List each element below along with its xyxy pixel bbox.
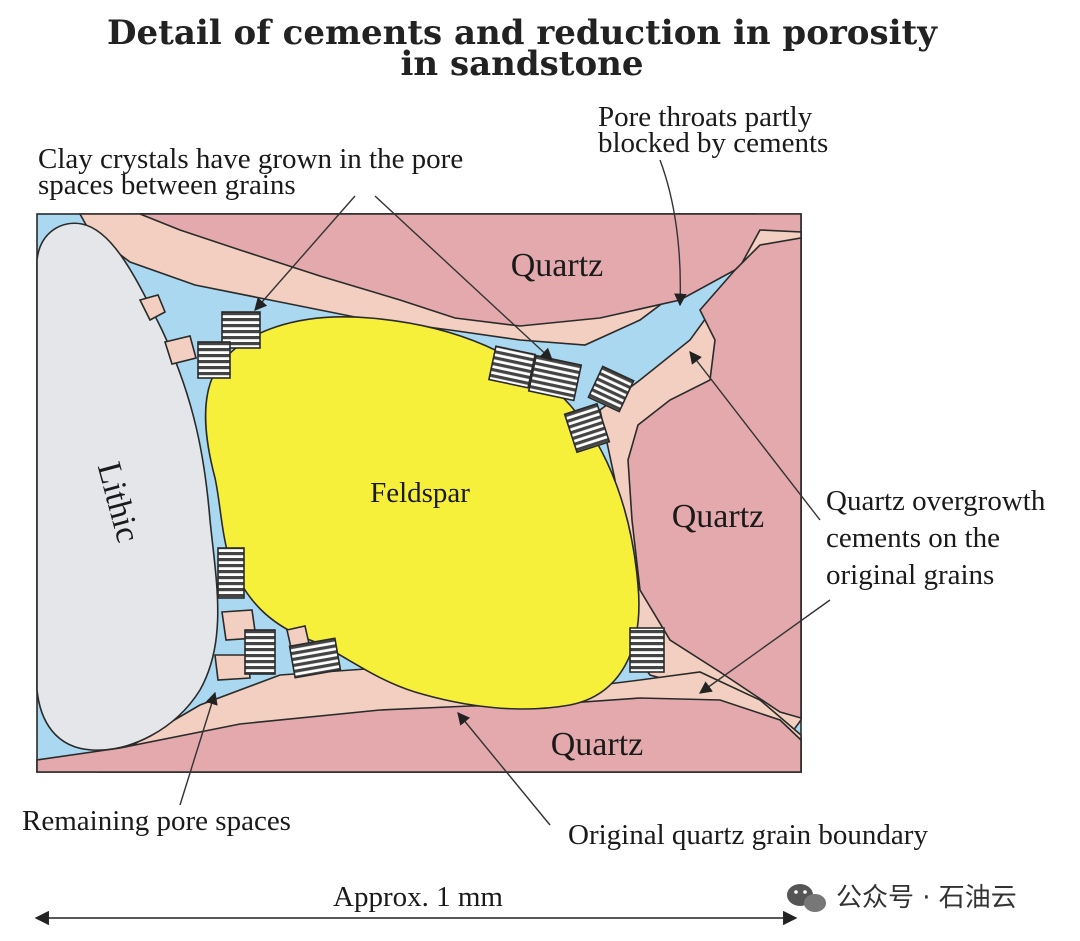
clay-leader-right	[374, 195, 553, 361]
quartz-top-label: Quartz	[511, 247, 604, 284]
overgrowth-callout-line-2: cements on the	[826, 522, 1000, 554]
overgrowth-leader-upper	[689, 351, 821, 521]
quartz-right-label: Quartz	[672, 498, 765, 535]
clay-cluster	[288, 637, 342, 679]
scale-label: Approx. 1 mm	[333, 881, 503, 913]
pore-throats-callout-line-2: blocked by cements	[598, 127, 828, 159]
feldspar-grain	[204, 316, 640, 710]
clay-cluster	[217, 547, 245, 599]
small-fragment-4	[214, 654, 251, 681]
clay-cluster	[197, 341, 231, 379]
overgrowth-leader-lower	[698, 599, 831, 694]
pore-throats-callout-line-1: Pore throats partly	[598, 101, 813, 133]
clay-leader-left	[254, 195, 356, 311]
quartz-bottom-label: Quartz	[551, 726, 644, 763]
overgrowth-callout-line-1: Quartz overgrowth	[826, 485, 1046, 517]
clay-cluster	[244, 629, 276, 675]
grain-boundary-callout: Original quartz grain boundary	[568, 819, 928, 851]
watermark-text: 公众号 · 石油云	[836, 883, 1017, 913]
title-line-2: in sandstone	[400, 44, 643, 84]
leader-lines	[179, 159, 831, 826]
pore-space-leader	[179, 691, 218, 806]
clay-cluster	[563, 402, 611, 454]
feldspar-label: Feldspar	[370, 477, 470, 509]
remaining-pores-callout: Remaining pore spaces	[22, 805, 291, 837]
wechat-icon	[787, 884, 826, 912]
overgrowth-callout-line-3: original grains	[826, 559, 994, 591]
clay-cluster	[527, 354, 583, 402]
clay-cluster	[587, 365, 635, 413]
clay-callout-line-2: spaces between grains	[38, 169, 296, 201]
clay-crystals	[197, 311, 665, 679]
small-fragment-1	[138, 294, 167, 322]
small-fragment-2	[163, 335, 197, 365]
title-line-1: Detail of cements and reduction in poros…	[107, 13, 938, 53]
quartz-right-grain	[627, 237, 802, 720]
pore-throat-leader	[659, 159, 687, 307]
clay-callout-line-1: Clay crystals have grown in the pore	[38, 143, 463, 175]
grain-boundary-leader	[457, 712, 551, 826]
clay-cluster	[487, 345, 537, 389]
clay-cluster	[629, 627, 665, 673]
